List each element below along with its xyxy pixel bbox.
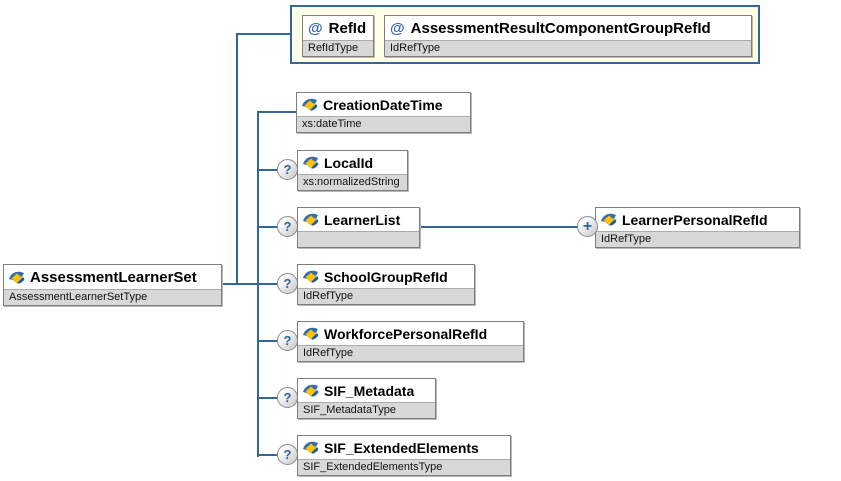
element-icon	[303, 384, 319, 397]
element-name: WorkforcePersonalRefId	[324, 325, 488, 342]
attribute-icon: @	[390, 19, 405, 37]
repeat-badge: +	[577, 216, 598, 237]
element-icon	[303, 156, 319, 169]
connector-line	[257, 226, 282, 228]
element-type: IdRefType	[298, 345, 523, 361]
element-node-workforcepersonalrefid[interactable]: WorkforcePersonalRefId IdRefType	[297, 321, 524, 362]
element-type: AssessmentLearnerSetType	[4, 289, 221, 305]
connector-line	[257, 111, 259, 457]
attribute-type: IdRefType	[385, 40, 751, 56]
element-icon	[601, 213, 617, 226]
attribute-node-refid[interactable]: @ RefId RefIdType	[302, 15, 374, 57]
element-type	[298, 231, 419, 247]
optional-symbol: ?	[283, 390, 292, 405]
connector-line	[257, 169, 282, 171]
element-name: SIF_ExtendedElements	[324, 439, 479, 456]
connector-line	[257, 397, 282, 399]
optional-badge: ?	[277, 273, 298, 294]
attribute-icon: @	[308, 19, 323, 37]
optional-symbol: ?	[283, 447, 292, 462]
element-name: LocalId	[324, 154, 374, 171]
element-node-sif-extendedelements[interactable]: SIF_ExtendedElements SIF_ExtendedElement…	[297, 435, 511, 476]
element-node-localid[interactable]: LocalId xs:normalizedString	[297, 150, 408, 191]
connector-line	[222, 283, 279, 285]
element-name: SIF_Metadata	[324, 382, 415, 399]
element-type: SIF_MetadataType	[298, 402, 435, 418]
attribute-name: AssessmentResultComponentGroupRefId	[410, 19, 711, 37]
optional-symbol: ?	[283, 219, 292, 234]
element-name: SchoolGroupRefId	[324, 268, 448, 285]
element-node-creationdatetime[interactable]: CreationDateTime xs:dateTime	[296, 92, 471, 133]
element-node-sif-metadata[interactable]: SIF_Metadata SIF_MetadataType	[297, 378, 436, 419]
element-type: xs:normalizedString	[298, 174, 407, 190]
element-name: LearnerList	[324, 211, 401, 228]
optional-badge: ?	[277, 216, 298, 237]
optional-badge: ?	[277, 330, 298, 351]
connector-line	[257, 340, 282, 342]
element-node-learnerlist[interactable]: LearnerList	[297, 207, 420, 248]
element-name: LearnerPersonalRefId	[622, 211, 768, 228]
element-name: AssessmentLearnerSet	[30, 268, 197, 286]
element-name: CreationDateTime	[323, 96, 443, 113]
optional-symbol: ?	[283, 276, 292, 291]
element-node-assessmentlearnerset[interactable]: AssessmentLearnerSet AssessmentLearnerSe…	[3, 264, 222, 306]
element-icon	[303, 327, 319, 340]
element-type: SIF_ExtendedElementsType	[298, 459, 510, 475]
connector-line	[236, 33, 291, 35]
connector-line	[257, 454, 282, 456]
element-icon	[303, 441, 319, 454]
element-icon	[303, 270, 319, 283]
connector-line	[257, 111, 297, 113]
attribute-type: RefIdType	[303, 40, 373, 56]
element-node-schoolgrouprefid[interactable]: SchoolGroupRefId IdRefType	[297, 264, 475, 305]
element-icon	[303, 213, 319, 226]
element-icon	[9, 271, 25, 284]
optional-badge: ?	[277, 444, 298, 465]
element-type: xs:dateTime	[297, 116, 470, 132]
element-type: IdRefType	[596, 231, 799, 247]
attribute-name: RefId	[328, 19, 367, 37]
attributes-container: @ RefId RefIdType @ AssessmentResultComp…	[290, 5, 760, 64]
optional-symbol: ?	[283, 162, 292, 177]
repeat-symbol: +	[582, 217, 593, 235]
attribute-node-assessmentresultcomponentgrouprefid[interactable]: @ AssessmentResultComponentGroupRefId Id…	[384, 15, 752, 57]
connector-line	[236, 33, 238, 285]
element-type: IdRefType	[298, 288, 474, 304]
optional-symbol: ?	[283, 333, 292, 348]
element-node-learnerpersonalrefid[interactable]: LearnerPersonalRefId IdRefType	[595, 207, 800, 248]
element-icon	[302, 98, 318, 111]
optional-badge: ?	[277, 387, 298, 408]
connector-line	[420, 226, 580, 228]
optional-badge: ?	[277, 159, 298, 180]
